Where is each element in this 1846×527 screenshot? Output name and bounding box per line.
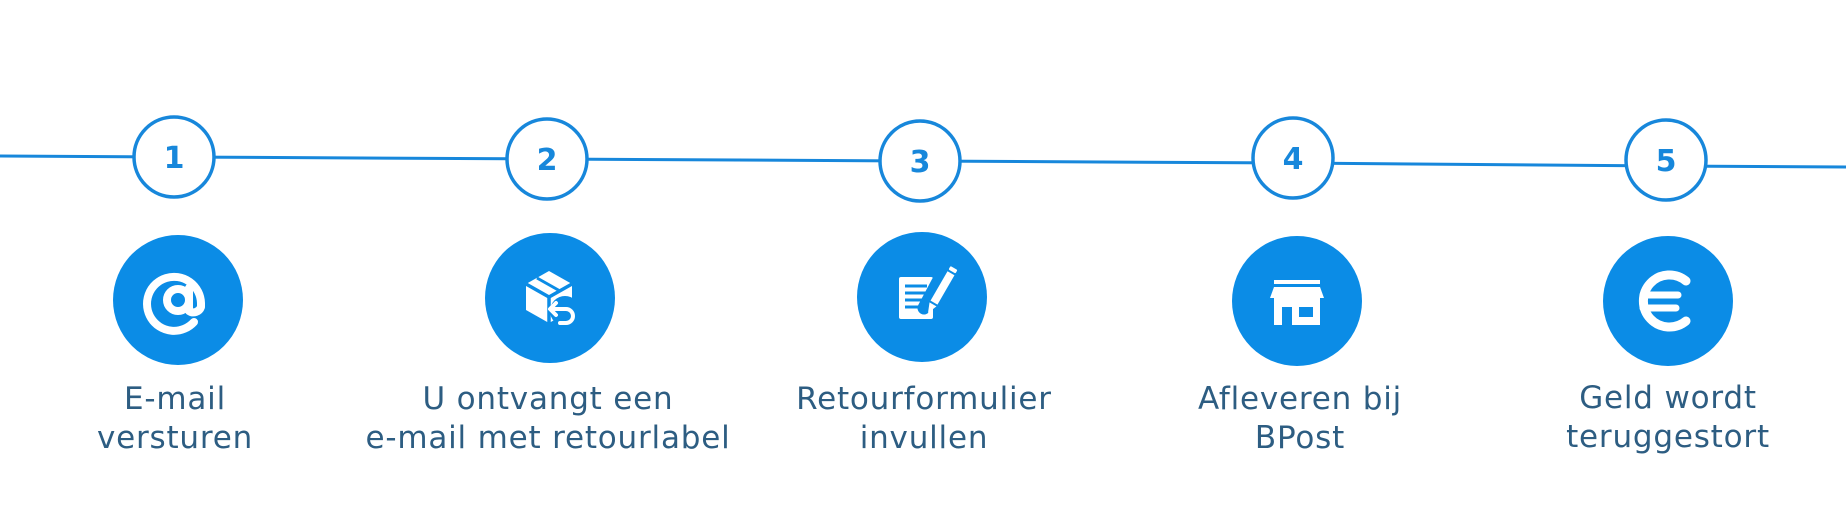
- step-4-icon: [1232, 236, 1362, 366]
- step-1-badge-circle: [132, 115, 216, 199]
- step-1-label: E-mail versturen: [0, 380, 395, 458]
- step-1-badge: 1: [132, 115, 216, 199]
- step-5-label-line-2: teruggestort: [1566, 419, 1770, 455]
- step-3-badge: 3: [878, 119, 962, 203]
- form-edit-icon: [899, 266, 958, 319]
- step-4-badge-circle: [1251, 116, 1335, 200]
- step-5-label-line-1: Geld wordt: [1579, 380, 1757, 416]
- step-5-badge: 5: [1624, 118, 1708, 202]
- step-2-label-line-2: e-mail met retourlabel: [365, 420, 731, 456]
- step-1-icon: [113, 235, 243, 365]
- step-1-number: 1: [164, 141, 185, 176]
- at-sign-icon: [143, 272, 205, 335]
- step-3-badge-circle: [878, 119, 962, 203]
- step-2-badge: 2: [505, 117, 589, 201]
- step-4-badge: 4: [1251, 116, 1335, 200]
- step-1-icon-circle: [113, 235, 243, 365]
- store-icon: [1270, 280, 1324, 325]
- step-3-number: 3: [910, 145, 931, 180]
- step-5-number: 5: [1656, 144, 1677, 179]
- euro-icon: [1638, 270, 1691, 332]
- step-3-label-line-1: Retourformulier: [796, 381, 1052, 417]
- step-3-label-line-2: invullen: [859, 420, 989, 456]
- step-5-label: Geld wordt teruggestort: [1448, 379, 1846, 457]
- step-4-label-line-1: Afleveren bij: [1197, 381, 1403, 417]
- step-5-badge-circle: [1624, 118, 1708, 202]
- return-package-icon: [525, 271, 580, 326]
- step-4-label: Afleveren bij BPost: [1080, 380, 1520, 458]
- step-1-label-line-2: versturen: [96, 420, 254, 456]
- step-4-label-line-2: BPost: [1254, 420, 1346, 456]
- step-2-badge-circle: [505, 117, 589, 201]
- step-3-label: Retourformulier invullen: [704, 380, 1144, 458]
- step-5-icon: [1603, 236, 1733, 366]
- step-2-label-line-1: U ontvangt een: [422, 381, 674, 417]
- step-3-icon: [857, 232, 987, 362]
- step-2-number: 2: [537, 143, 558, 178]
- step-5-icon-circle: [1603, 236, 1733, 366]
- step-1-label-line-1: E-mail: [124, 381, 226, 417]
- step-2-icon: [485, 233, 615, 363]
- step-2-label: U ontvangt een e-mail met retourlabel: [328, 380, 768, 458]
- step-4-number: 4: [1283, 142, 1304, 177]
